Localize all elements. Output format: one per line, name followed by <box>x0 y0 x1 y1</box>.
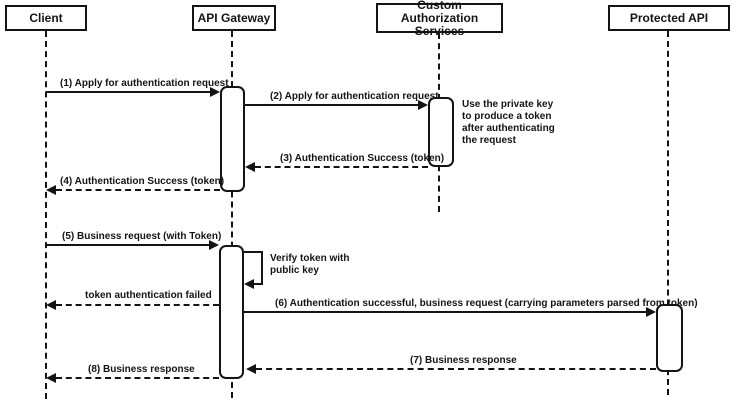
participant-custom-auth-label: Custom Authorization Services <box>400 0 479 38</box>
message-1-label: (1) Apply for authentication request <box>60 78 229 89</box>
private-key-note: Use the private key to produce a token a… <box>462 99 555 146</box>
message-1-line <box>46 91 211 93</box>
participant-client-label: Client <box>29 10 63 25</box>
message-7-arrowhead <box>246 364 256 374</box>
lifeline-api-gateway <box>231 31 233 398</box>
message-failed-label: token authentication failed <box>85 290 212 301</box>
self-message-top-line <box>244 251 263 253</box>
message-4-line <box>56 189 220 191</box>
activation-protected-api <box>656 304 683 372</box>
participant-api-gateway-label: API Gateway <box>197 10 271 25</box>
participant-protected-api-label: Protected API <box>629 10 709 25</box>
message-8-arrowhead <box>46 373 56 383</box>
message-4-label: (4) Authentication Success (token) <box>60 176 225 187</box>
self-message-arrowhead <box>244 279 254 289</box>
message-6-arrowhead <box>646 307 656 317</box>
message-failed-line <box>56 304 219 306</box>
message-4-arrowhead <box>46 185 56 195</box>
lifeline-protected-api <box>667 31 669 395</box>
message-2-arrowhead <box>418 100 428 110</box>
message-3-line <box>255 166 428 168</box>
message-2-label: (2) Apply for authentication request <box>270 91 439 102</box>
message-failed-arrowhead <box>46 300 56 310</box>
message-3-label: (3) Authentication Success (token) <box>280 153 445 164</box>
activation-api-gateway-business <box>219 245 244 379</box>
message-6-line <box>244 311 646 313</box>
self-message-vertical-line <box>261 251 263 284</box>
message-3-arrowhead <box>245 162 255 172</box>
participant-custom-auth: Custom Authorization Services <box>376 0 503 37</box>
participant-protected-api: Protected API <box>608 5 730 31</box>
participant-client: Client <box>5 5 87 31</box>
activation-api-gateway-auth <box>220 86 245 192</box>
self-message-label: Verify token with public key <box>270 253 350 276</box>
message-6-label: (6) Authentication successful, business … <box>275 298 698 309</box>
self-message-bottom-line <box>254 283 263 285</box>
lifeline-client <box>45 31 47 399</box>
message-5-line <box>46 244 209 246</box>
message-8-label: (8) Business response <box>88 364 195 375</box>
message-5-arrowhead <box>209 240 219 250</box>
participant-api-gateway: API Gateway <box>192 5 276 31</box>
message-8-line <box>56 377 219 379</box>
message-2-line <box>245 104 419 106</box>
activation-custom-auth <box>428 97 454 167</box>
message-5-label: (5) Business request (with Token) <box>62 231 222 242</box>
message-1-arrowhead <box>210 87 220 97</box>
message-7-label: (7) Business response <box>410 355 517 366</box>
message-7-line <box>256 368 656 370</box>
